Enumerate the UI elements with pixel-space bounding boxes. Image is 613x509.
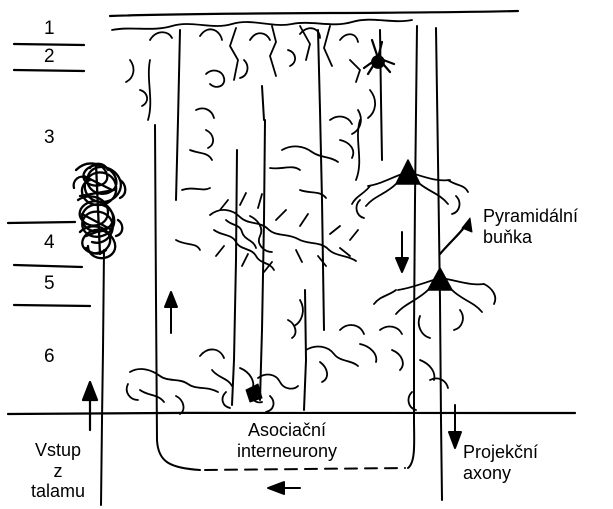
white-matter-line xyxy=(8,413,575,414)
layer-5-label: 5 xyxy=(44,273,55,295)
layer-3-label: 3 xyxy=(44,127,55,149)
association-interneurons-label: Asociační interneurony xyxy=(212,420,362,461)
pyramidal-cells xyxy=(352,90,495,338)
layer-4-label: 4 xyxy=(44,232,55,254)
projection-axons-label: Projekční axony xyxy=(463,442,538,483)
thalamic-axon xyxy=(101,250,104,505)
projection-axons xyxy=(380,26,461,500)
boundary-2-3 xyxy=(14,70,84,71)
pyramidal-label-line-2: buňka xyxy=(483,227,578,248)
boundary-1-2 xyxy=(14,44,84,45)
pyramidal-cell-label: Pyramidální buňka xyxy=(483,206,578,247)
thalamic-input-label: Vstup z talamu xyxy=(20,440,96,502)
projection-label-line-2: axony xyxy=(463,463,538,484)
boundary-4-5 xyxy=(14,265,82,267)
layer-2-label: 2 xyxy=(44,46,55,68)
pyramidal-label-line-1: Pyramidální xyxy=(483,206,578,227)
boundary-3-4 xyxy=(8,222,75,223)
input-label-line-2: z xyxy=(20,461,96,482)
association-label-line-2: interneurony xyxy=(212,441,362,462)
projection-axon-2 xyxy=(436,28,442,500)
input-arrow xyxy=(83,382,97,430)
layer6-dendrites xyxy=(127,300,448,414)
association-label-line-1: Asociační xyxy=(212,420,362,441)
boundary-5-6 xyxy=(14,305,90,306)
loop-dashed xyxy=(205,468,405,470)
layer1-dendrites xyxy=(112,20,412,120)
input-label-line-1: Vstup xyxy=(20,440,96,461)
dendrite-columns xyxy=(176,30,324,410)
input-label-line-3: talamu xyxy=(20,481,96,502)
projection-arrow-head xyxy=(449,432,461,448)
association-arrow-up-head xyxy=(165,292,177,307)
mid-layer-dendrites xyxy=(176,108,361,272)
terminal-tangle xyxy=(74,163,126,258)
projection-label-line-1: Projekční xyxy=(463,442,538,463)
loop-arrow-head xyxy=(268,482,284,494)
layer-6-label: 6 xyxy=(44,346,55,368)
layer-1-label: 1 xyxy=(44,18,55,40)
association-arrow-down-head xyxy=(396,258,408,272)
pial-surface-line xyxy=(110,11,518,16)
